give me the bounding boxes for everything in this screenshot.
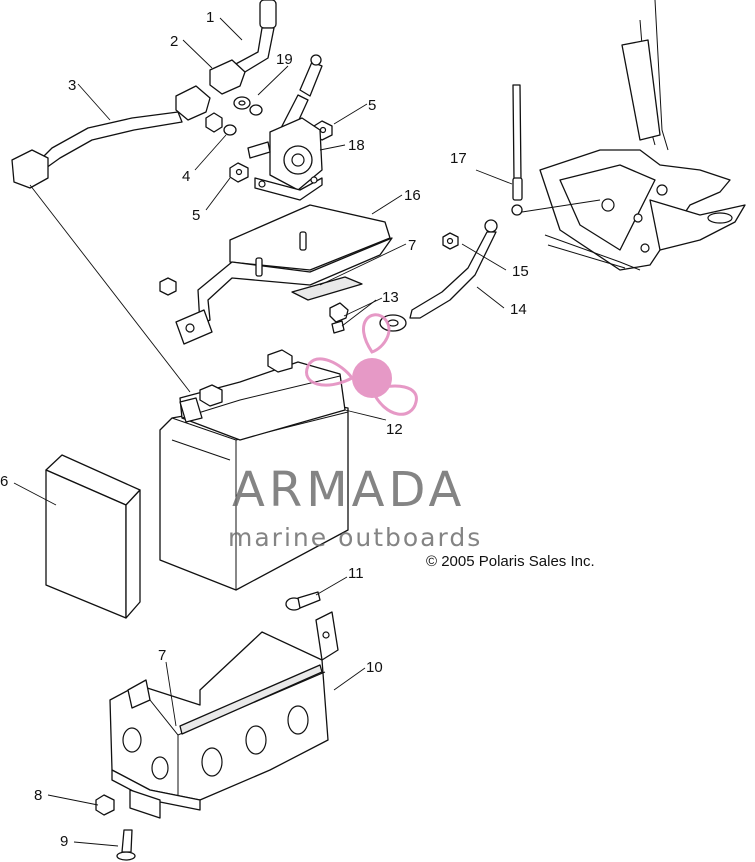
bracket-16 xyxy=(159,204,393,345)
callout-10: 10 xyxy=(366,659,383,676)
boot-2 xyxy=(209,59,246,95)
pad-7-lower xyxy=(179,664,323,735)
callout-8: 8 xyxy=(34,787,42,804)
watermark: ARMADA marine outboards xyxy=(228,313,482,552)
watermark-subtitle: marine outboards xyxy=(228,523,482,552)
cable-1 xyxy=(231,0,277,76)
copyright-text: © 2005 Polaris Sales Inc. xyxy=(426,553,595,570)
propeller-logo-icon xyxy=(305,313,418,416)
cable-3 xyxy=(11,85,211,393)
nut-15 xyxy=(442,232,459,250)
solenoid-18 xyxy=(247,54,323,201)
nut-4 xyxy=(205,112,237,136)
cable-14 xyxy=(379,219,498,332)
callout-5-lower: 5 xyxy=(192,207,200,224)
washer-19 xyxy=(233,96,263,116)
bolt-9 xyxy=(116,829,136,861)
frame-bracket xyxy=(539,0,746,271)
nut-5-lower xyxy=(229,162,249,183)
callout-13: 13 xyxy=(382,289,399,306)
callout-7-upper: 7 xyxy=(408,237,416,254)
callout-18: 18 xyxy=(348,137,365,154)
cable-17 xyxy=(511,84,601,216)
callout-14: 14 xyxy=(510,301,527,318)
watermark-title: ARMADA xyxy=(232,462,465,518)
callout-11: 11 xyxy=(348,565,364,582)
leader-lines xyxy=(13,17,513,847)
pad-6 xyxy=(45,454,141,619)
callout-9: 9 xyxy=(60,833,68,850)
callout-7-lower: 7 xyxy=(158,647,166,664)
callout-17: 17 xyxy=(450,150,467,167)
callout-12: 12 xyxy=(386,421,403,438)
callout-5-upper: 5 xyxy=(368,97,376,114)
battery-12 xyxy=(159,349,349,591)
callout-15: 15 xyxy=(512,263,529,280)
callout-4: 4 xyxy=(182,168,190,185)
callout-6: 6 xyxy=(0,473,8,490)
bolt-11 xyxy=(285,591,321,611)
callout-19: 19 xyxy=(276,51,293,68)
callout-labels: 1 2 3 19 5 4 18 5 16 17 7 15 13 14 12 6 … xyxy=(0,9,529,850)
callout-2: 2 xyxy=(170,33,178,50)
callout-16: 16 xyxy=(404,187,421,204)
callout-3: 3 xyxy=(68,77,76,94)
callout-1: 1 xyxy=(206,9,214,26)
clip-13 xyxy=(329,302,349,334)
